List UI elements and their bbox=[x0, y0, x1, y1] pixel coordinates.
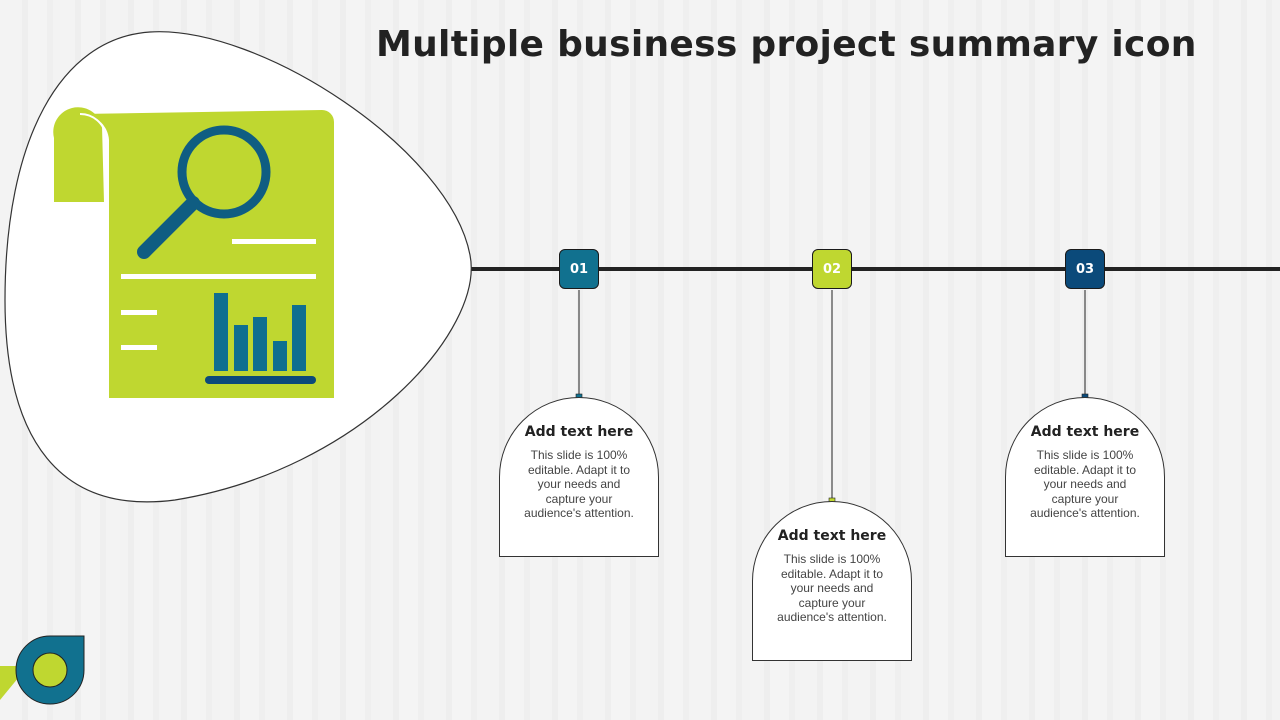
step-number-badge: 02 bbox=[812, 249, 852, 289]
step-number: 02 bbox=[822, 261, 842, 277]
brand-ring-icon bbox=[0, 635, 85, 705]
step-card-body: This slide is 100% editable. Adapt it to… bbox=[524, 448, 634, 520]
step-number: 01 bbox=[569, 261, 589, 277]
step-card: Add text here This slide is 100% editabl… bbox=[1005, 397, 1165, 557]
document-magnifier-bar-chart-icon bbox=[53, 107, 334, 398]
step-card: Add text here This slide is 100% editabl… bbox=[752, 501, 912, 661]
step-card-heading: Add text here bbox=[524, 424, 634, 440]
step-card: Add text here This slide is 100% editabl… bbox=[499, 397, 659, 557]
step-card-heading: Add text here bbox=[777, 528, 887, 544]
step-card-body: This slide is 100% editable. Adapt it to… bbox=[777, 552, 887, 624]
step-number: 03 bbox=[1075, 261, 1095, 277]
step-card-heading: Add text here bbox=[1030, 424, 1140, 440]
slide-title: Multiple business project summary icon bbox=[376, 24, 1197, 65]
step-number-badge: 03 bbox=[1065, 249, 1105, 289]
step-number-badge: 01 bbox=[559, 249, 599, 289]
step-card-body: This slide is 100% editable. Adapt it to… bbox=[1030, 448, 1140, 520]
